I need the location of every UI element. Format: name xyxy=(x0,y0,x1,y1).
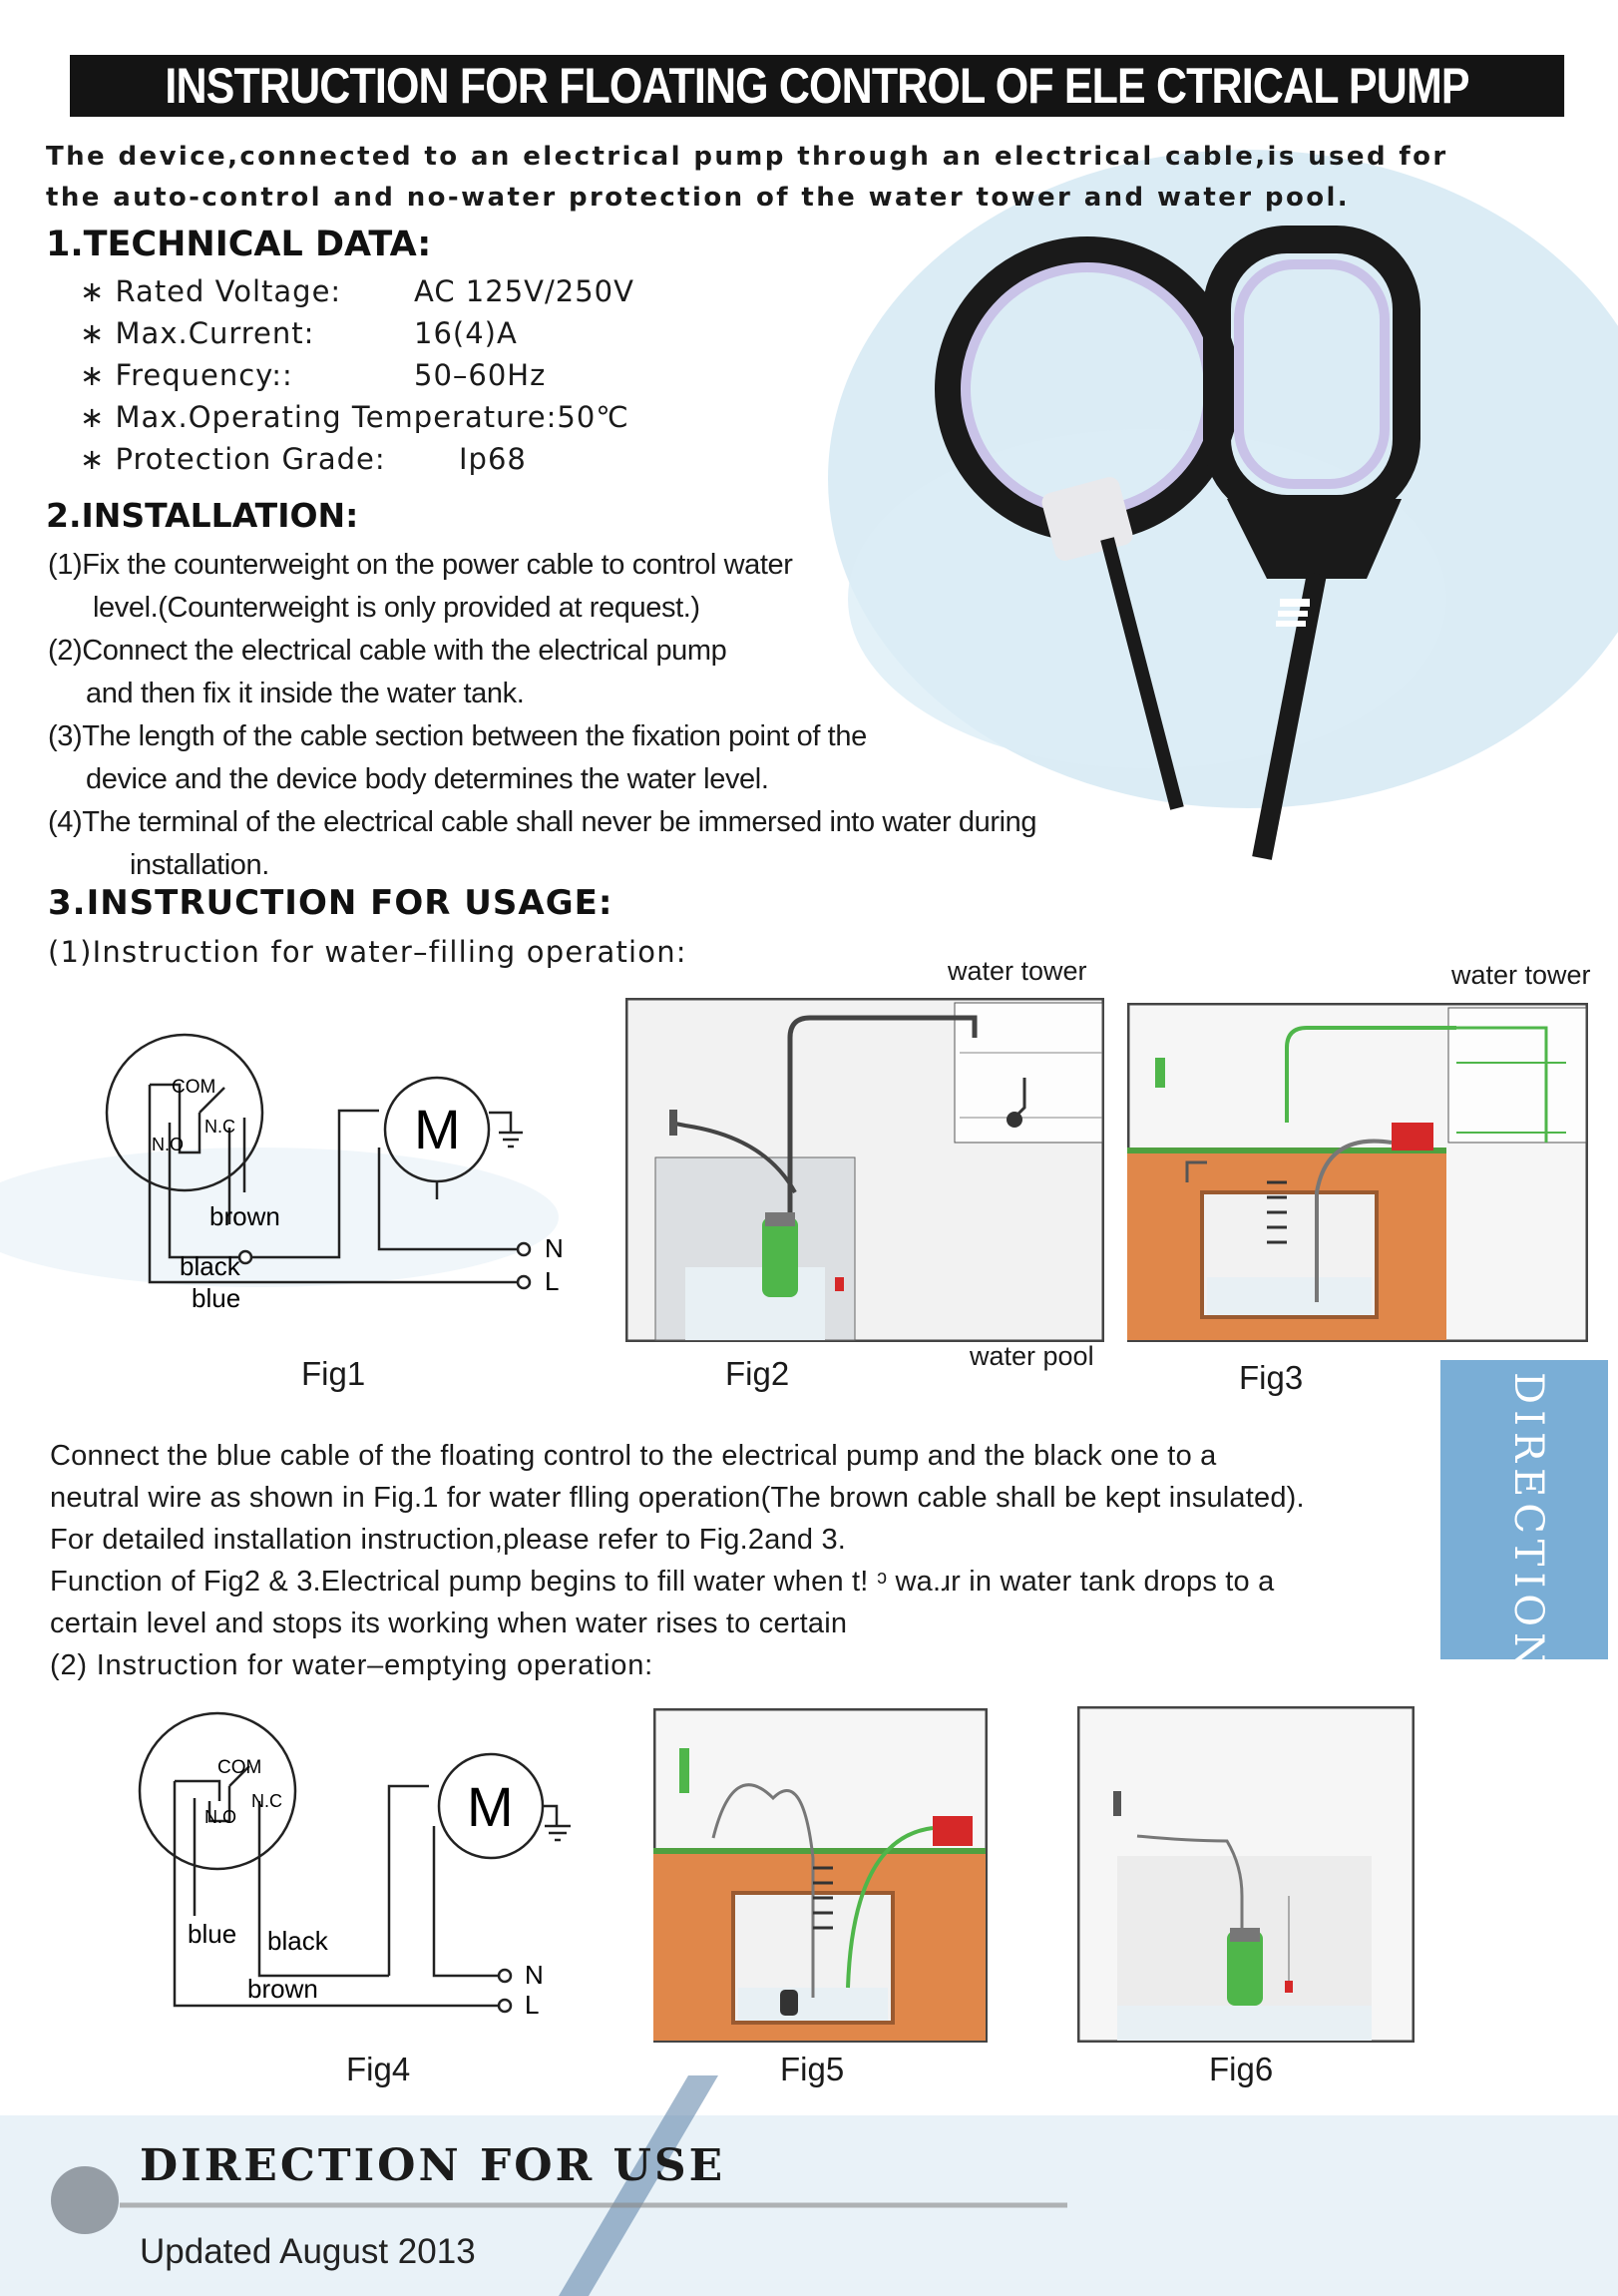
installation-steps: (1)Fix the counterweight on the power ca… xyxy=(48,544,1145,887)
fig1-n-label: N xyxy=(545,1233,564,1263)
rectangular-float-switch xyxy=(1203,226,1420,860)
install-line: installation. xyxy=(130,849,269,881)
usage-paragraph: Connect the blue cable of the floating c… xyxy=(50,1435,1446,1686)
fig4-com-label: COM xyxy=(217,1757,261,1778)
fig1-black-label: black xyxy=(180,1251,241,1281)
usage-paragraph-line: certain level and stops its working when… xyxy=(50,1607,848,1639)
spec-value: 50℃ xyxy=(557,400,629,434)
fig1-l-label: L xyxy=(545,1266,559,1296)
usage-filling-subheading: (1)Instruction for water–filling operati… xyxy=(48,935,687,969)
footer-updated-date: Updated August 2013 xyxy=(140,2232,476,2271)
install-line: (3)The length of the cable section betwe… xyxy=(48,720,867,752)
side-direction-tab xyxy=(1440,1360,1608,1659)
spec-label: ∗ Max.Operating Temperature:50℃ xyxy=(80,400,629,434)
round-float-switch xyxy=(935,236,1240,810)
technical-data-list: ∗ Rated Voltage: AC 125V/250V ∗ Max.Curr… xyxy=(80,274,678,484)
fig5-pool-illustration xyxy=(653,1708,988,2043)
spec-label: ∗ Protection Grade: xyxy=(80,442,386,476)
fig1-brown-label: brown xyxy=(209,1201,280,1231)
fig2-water-pool-label: water pool xyxy=(970,1341,1094,1371)
fig4-blue-label: blue xyxy=(188,1919,236,1949)
spec-row-temperature: ∗ Max.Operating Temperature:50℃ xyxy=(80,400,678,442)
technical-heading: 1.TECHNICAL DATA: xyxy=(46,225,432,264)
spec-value: 50–60Hz xyxy=(414,358,547,392)
fig1-wiring-diagram: COM N.O N.C M brown black blue N L xyxy=(105,1033,564,1313)
spec-label: ∗ Rated Voltage: xyxy=(80,274,342,308)
fig3-water-tower-label: water tower xyxy=(1451,960,1591,990)
spec-row-frequency: ∗ Frequency:: 50–60Hz xyxy=(80,358,678,400)
install-line: level.(Counterweight is only provided at… xyxy=(93,592,700,624)
install-line: (1)Fix the counterweight on the power ca… xyxy=(48,549,793,581)
fig6-label: Fig6 xyxy=(1209,2051,1274,2087)
fig2-label: Fig2 xyxy=(725,1355,790,1392)
fig4-black-label: black xyxy=(267,1926,329,1956)
intro-line-2: the auto-control and no-water protection… xyxy=(46,183,1351,213)
spec-row-voltage: ∗ Rated Voltage: AC 125V/250V xyxy=(80,274,678,316)
footer-title: DIRECTION FOR USE xyxy=(140,2140,726,2191)
install-line: (2)Connect the electrical cable with the… xyxy=(48,635,727,667)
fig1-blue-label: blue xyxy=(192,1283,240,1313)
spec-row-protection: ∗ Protection Grade: Ip68 xyxy=(80,442,678,484)
fig5-label: Fig5 xyxy=(780,2051,845,2087)
fig4-l-label: L xyxy=(525,1990,539,2020)
side-direction-text: DIRECTION FOR USE xyxy=(1505,1372,1551,1928)
fig1-com-label: COM xyxy=(172,1077,215,1098)
intro-line-1: The device,connected to an electrical pu… xyxy=(46,142,1448,172)
float-switch-illustration xyxy=(935,226,1420,860)
fig3-label: Fig3 xyxy=(1239,1359,1304,1396)
spec-value: 16(4)A xyxy=(414,316,518,350)
usage-paragraph-line: Function of Fig2 & 3.Electrical pump beg… xyxy=(50,1566,1275,1598)
spec-label: ∗ Frequency:: xyxy=(80,358,293,392)
fig2-tank-illustration xyxy=(625,998,1104,1342)
fig4-nc-label: N.C xyxy=(251,1791,282,1811)
usage-paragraph-line: For detailed installation instruction,pl… xyxy=(50,1524,847,1556)
fig1-motor-label: M xyxy=(414,1098,461,1160)
install-line: and then fix it inside the water tank. xyxy=(86,678,525,709)
fig4-n-label: N xyxy=(525,1960,544,1990)
usage-paragraph-line: neutral wire as shown in Fig.1 for water… xyxy=(50,1482,1305,1514)
intro-text: The device,connected to an electrical pu… xyxy=(46,137,1448,219)
usage-emptying-subheading: (2) Instruction for water–emptying opera… xyxy=(50,1649,653,1681)
usage-heading: 3.INSTRUCTION FOR USAGE: xyxy=(48,883,613,923)
fig4-wiring-diagram: COM N.O N.C M blue black brown N L xyxy=(138,1711,571,2020)
fig4-motor-label: M xyxy=(467,1775,514,1838)
fig4-label: Fig4 xyxy=(346,2051,411,2087)
spec-value: Ip68 xyxy=(459,442,527,476)
spec-value: AC 125V/250V xyxy=(414,274,634,308)
installation-heading: 2.INSTALLATION: xyxy=(46,496,359,535)
install-line: device and the device body determines th… xyxy=(86,763,769,795)
page-title: INSTRUCTION FOR FLOATING CONTROL OF ELE … xyxy=(70,55,1565,117)
fig1-label: Fig1 xyxy=(301,1355,366,1392)
spec-row-current: ∗ Max.Current: 16(4)A xyxy=(80,316,678,358)
fig4-no-label: N.O xyxy=(204,1807,236,1827)
fig3-pool-illustration xyxy=(1127,1003,1588,1342)
spec-label: ∗ Max.Current: xyxy=(80,316,315,350)
install-line: (4)The terminal of the electrical cable … xyxy=(48,806,1037,838)
fig4-brown-label: brown xyxy=(247,1974,318,2004)
fig2-water-tower-label: water tower xyxy=(948,956,1087,986)
usage-paragraph-line: Connect the blue cable of the floating c… xyxy=(50,1440,1217,1472)
fig1-nc-label: N.C xyxy=(204,1117,235,1137)
fig1-no-label: N.O xyxy=(152,1135,184,1154)
fig6-tank-illustration xyxy=(1077,1706,1415,2043)
